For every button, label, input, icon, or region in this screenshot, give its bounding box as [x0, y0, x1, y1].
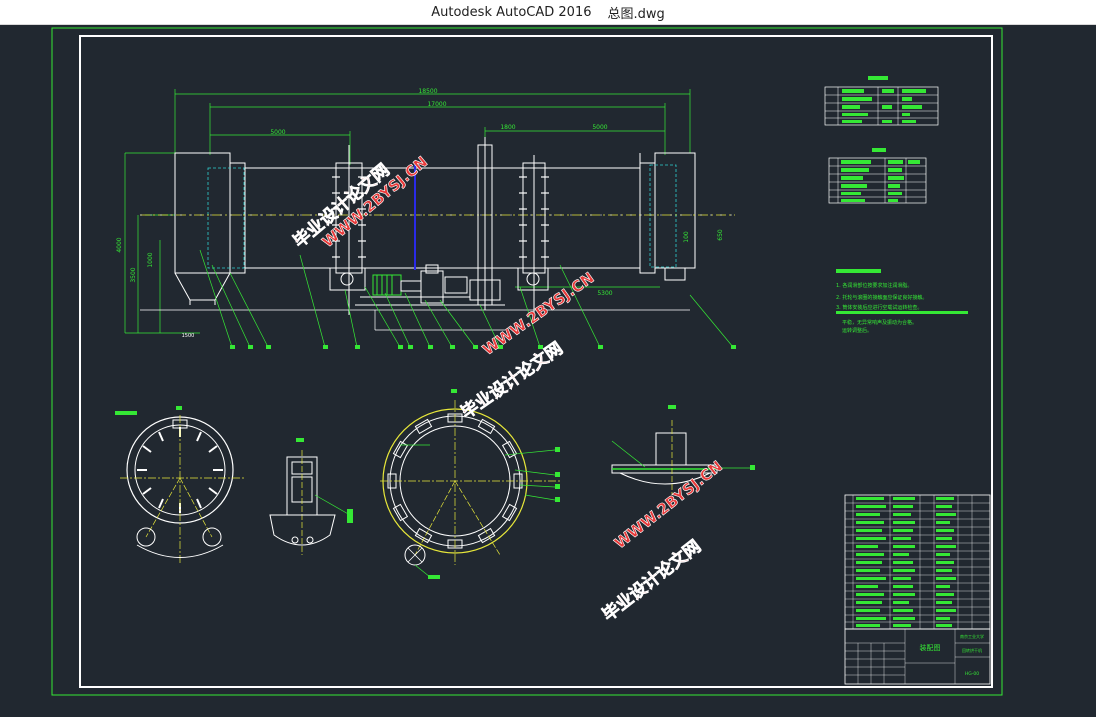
dim-dia-mid: 100: [683, 231, 690, 243]
dim-segment-right: 5000: [592, 124, 607, 131]
dim-height-2: 3500: [130, 267, 137, 282]
note-line-1: 1. 各润滑部位按要求加注润滑脂。: [836, 282, 912, 289]
dim-segment-bottom: 5300: [597, 290, 612, 297]
roller-stations: [329, 267, 549, 301]
roller-station-view: [269, 438, 353, 555]
technical-notes: 1. 各润滑部位按要求加注润滑脂。 2. 托轮与滚圈的接触面应保证良好接触。 3…: [836, 269, 968, 334]
watermark-cn-3: 毕业设计论文网: [598, 536, 705, 626]
leader-balloons: [230, 345, 736, 349]
dim-dia-right: 650: [717, 229, 724, 241]
watermark-url-3: WWW.2BYSJ.CN: [611, 457, 726, 552]
drive-unit: [355, 264, 505, 306]
note-line-3: 3. 筒体安装后应进行空载试运转检查。: [836, 304, 922, 311]
title-drawing-no: HG-00: [965, 671, 979, 677]
dim-height-3: 1000: [147, 252, 154, 267]
drawing-canvas[interactable]: 18500 17000 5000 1800 5000 5300 4000 350…: [0, 25, 1096, 717]
tyre-section-view: [380, 389, 560, 579]
note-line-4: 平稳，无异常响声及振动为合格。: [842, 319, 917, 326]
dim-segment-mid: 1800: [500, 124, 515, 131]
title-block: 装配图 南京工业大学 回转烘干机 HG-00: [844, 628, 991, 685]
cad-drawing[interactable]: 18500 17000 5000 1800 5000 5300 4000 350…: [0, 25, 1096, 717]
watermark-cn-2: 毕业设计论文网: [457, 338, 567, 423]
spec-table-1: [824, 76, 939, 126]
feed-end-view: [115, 406, 245, 565]
tyre-right: [522, 155, 546, 315]
tyre-ticks: [332, 176, 549, 258]
note-line-2: 2. 托轮与滚圈的接触面应保证良好接触。: [836, 294, 927, 301]
seal-hidden-lines: [207, 164, 677, 269]
note-line-5: 运转调整后。: [842, 327, 872, 334]
title-product: 回转烘干机: [962, 647, 982, 653]
main-elevation-view: 18500 17000 5000 1800 5000 5300 4000 350…: [116, 88, 736, 349]
leader-lines: [199, 249, 734, 348]
inner-frame: [79, 35, 993, 688]
dim-length-2: 17000: [427, 101, 446, 108]
support-column: [477, 137, 493, 310]
dim-overall-length: 18500: [418, 88, 437, 95]
file-name: 总图.dwg: [607, 6, 665, 22]
dim-segment-left: 5000: [270, 129, 285, 136]
dim-height-total: 4000: [116, 237, 123, 252]
drum-body: [174, 152, 696, 305]
title-school: 南京工业大学: [960, 633, 984, 639]
dim-bottom-small: 1500: [182, 333, 195, 339]
spec-table-2: [828, 148, 927, 204]
seal-detail-view: [611, 405, 755, 495]
parts-list: [844, 494, 991, 630]
app-title: Autodesk AutoCAD 2016: [431, 4, 592, 20]
outer-frame: [51, 27, 1003, 696]
title-drawing-name: 装配图: [920, 643, 941, 652]
window-titlebar: Autodesk AutoCAD 2016 总图.dwg: [0, 0, 1096, 25]
